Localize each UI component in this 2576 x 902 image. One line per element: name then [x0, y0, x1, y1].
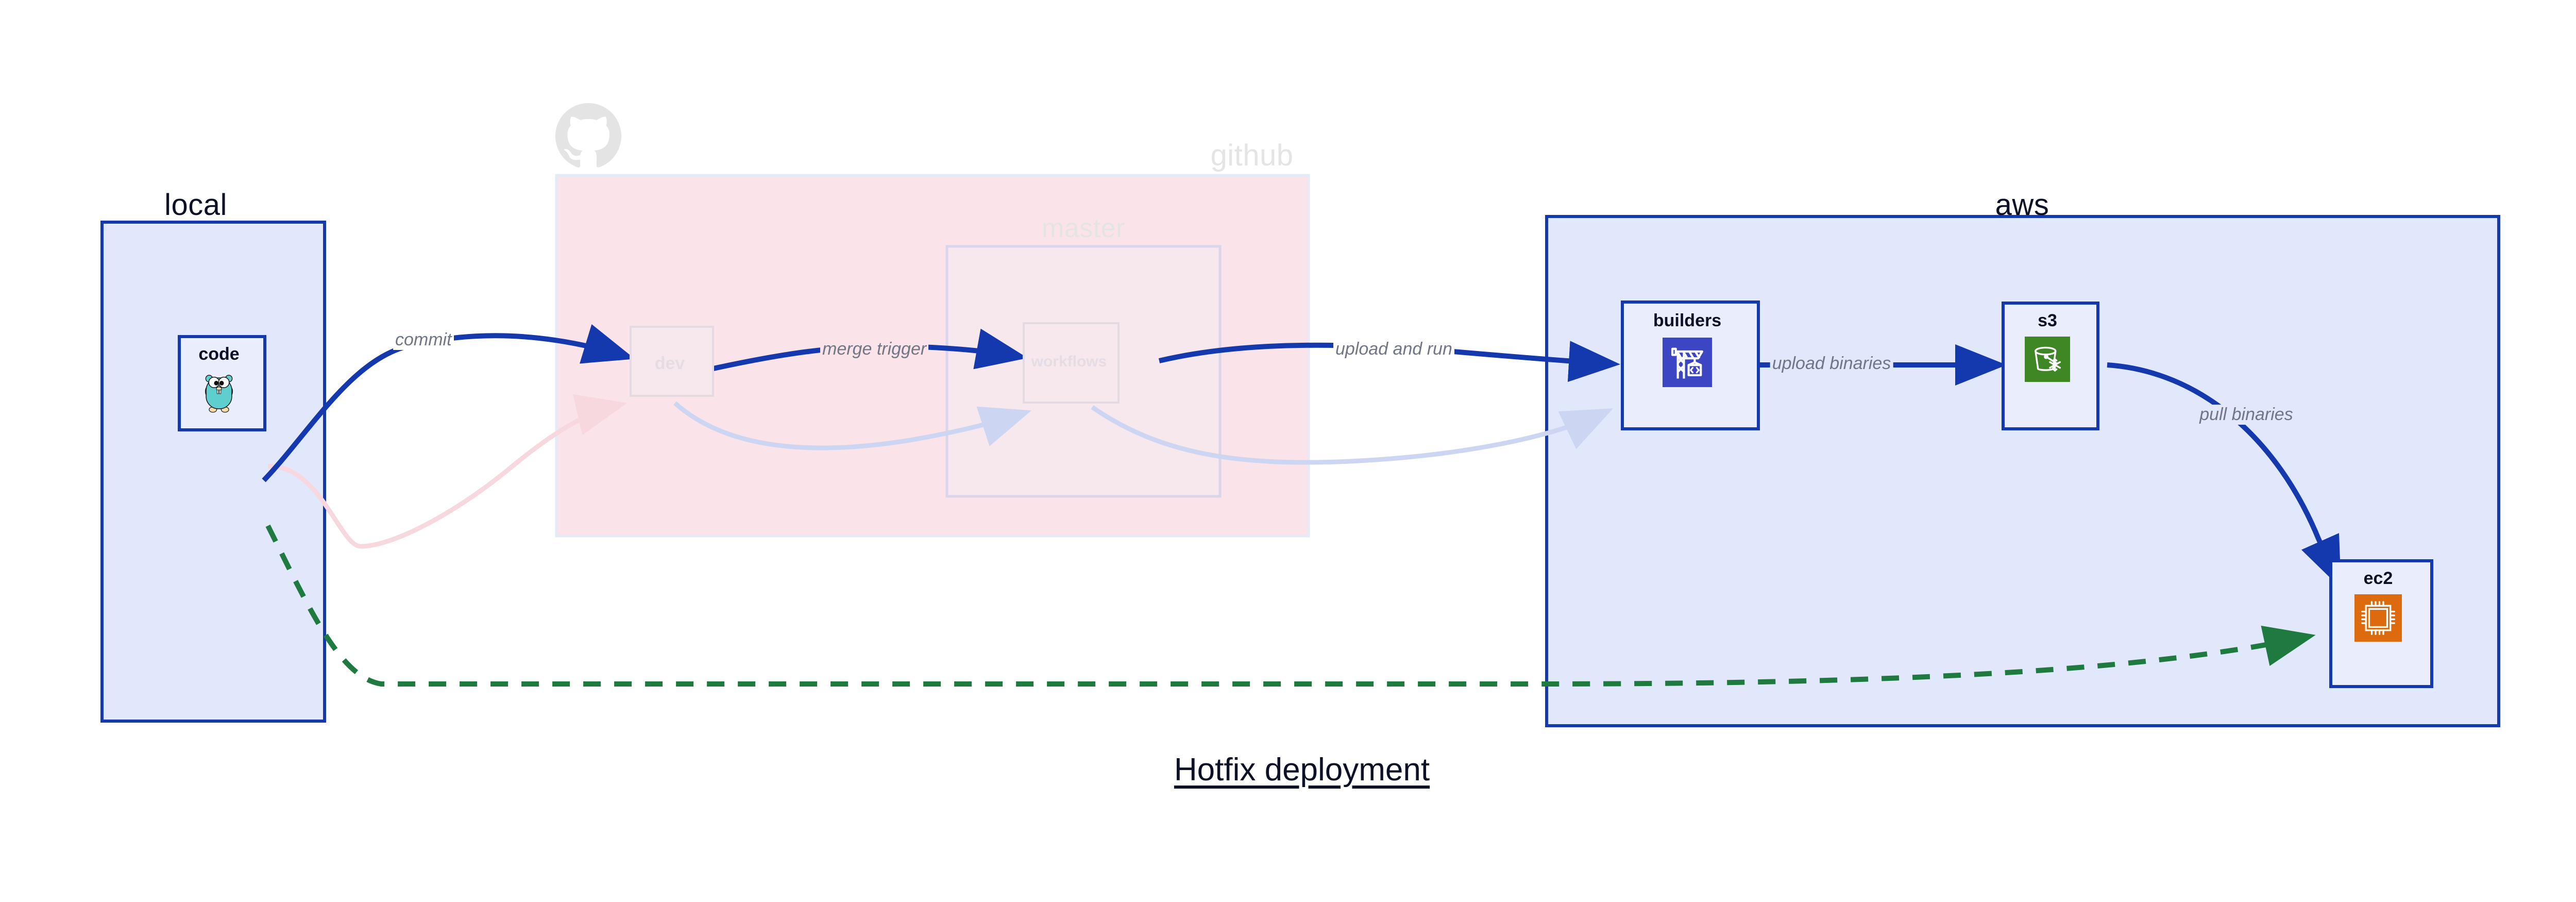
node-s3-label: s3 — [2038, 311, 2057, 330]
edge-label-pull-binaries: pull binaries — [2197, 405, 2295, 425]
edge-commit — [262, 324, 635, 482]
node-code[interactable]: code — [178, 335, 266, 431]
bucket-snowflake-glyph — [2035, 346, 2061, 372]
aws-s3-glacier-icon — [2025, 337, 2070, 382]
node-code-label: code — [198, 344, 240, 364]
aws-ec2-chip-icon — [2354, 594, 2402, 642]
node-dev[interactable]: dev — [630, 326, 714, 397]
edge-hotfix-direct — [265, 524, 2316, 687]
group-label-aws: aws — [1995, 188, 2049, 222]
edge-pull-binaries — [2107, 362, 2342, 589]
node-builders-box — [1621, 300, 1760, 430]
go-gopher-icon — [199, 368, 239, 413]
github-logo-icon — [555, 103, 621, 169]
node-workflows[interactable]: workflows — [1023, 322, 1120, 404]
page-title: Hotfix deployment — [1174, 752, 1430, 788]
go-gopher-glyph — [205, 375, 233, 413]
group-label-master: master — [1042, 213, 1125, 243]
edge-label-merge-trigger: merge trigger — [820, 339, 929, 359]
node-builders[interactable]: builders — [1621, 300, 1760, 430]
node-ec2[interactable]: ec2 — [2329, 559, 2433, 688]
github-octocat-glyph — [555, 103, 621, 168]
edge-label-commit: commit — [393, 330, 454, 350]
node-s3[interactable]: s3 — [2002, 302, 2099, 430]
group-label-local: local — [164, 188, 227, 222]
node-ec2-label: ec2 — [2363, 569, 2393, 588]
node-dev-box — [630, 326, 714, 397]
group-label-github: github — [1210, 139, 1294, 172]
edge-label-upload-binaries: upload binaries — [1770, 354, 1893, 374]
edge-ghost-c — [1091, 405, 1614, 465]
edge-ghost-a — [267, 394, 628, 549]
node-workflows-box — [1023, 322, 1120, 404]
node-builders-label: builders — [1653, 311, 1722, 330]
crane-code-glyph — [1671, 347, 1703, 379]
edge-ghost-b — [673, 401, 1032, 450]
node-dev-label: dev — [654, 354, 685, 373]
node-workflows-label: workflows — [1031, 353, 1107, 370]
edge-label-upload-and-run: upload and run — [1333, 339, 1454, 359]
aws-codebuild-icon — [1663, 338, 1712, 387]
cpu-chip-glyph — [2361, 601, 2395, 635]
